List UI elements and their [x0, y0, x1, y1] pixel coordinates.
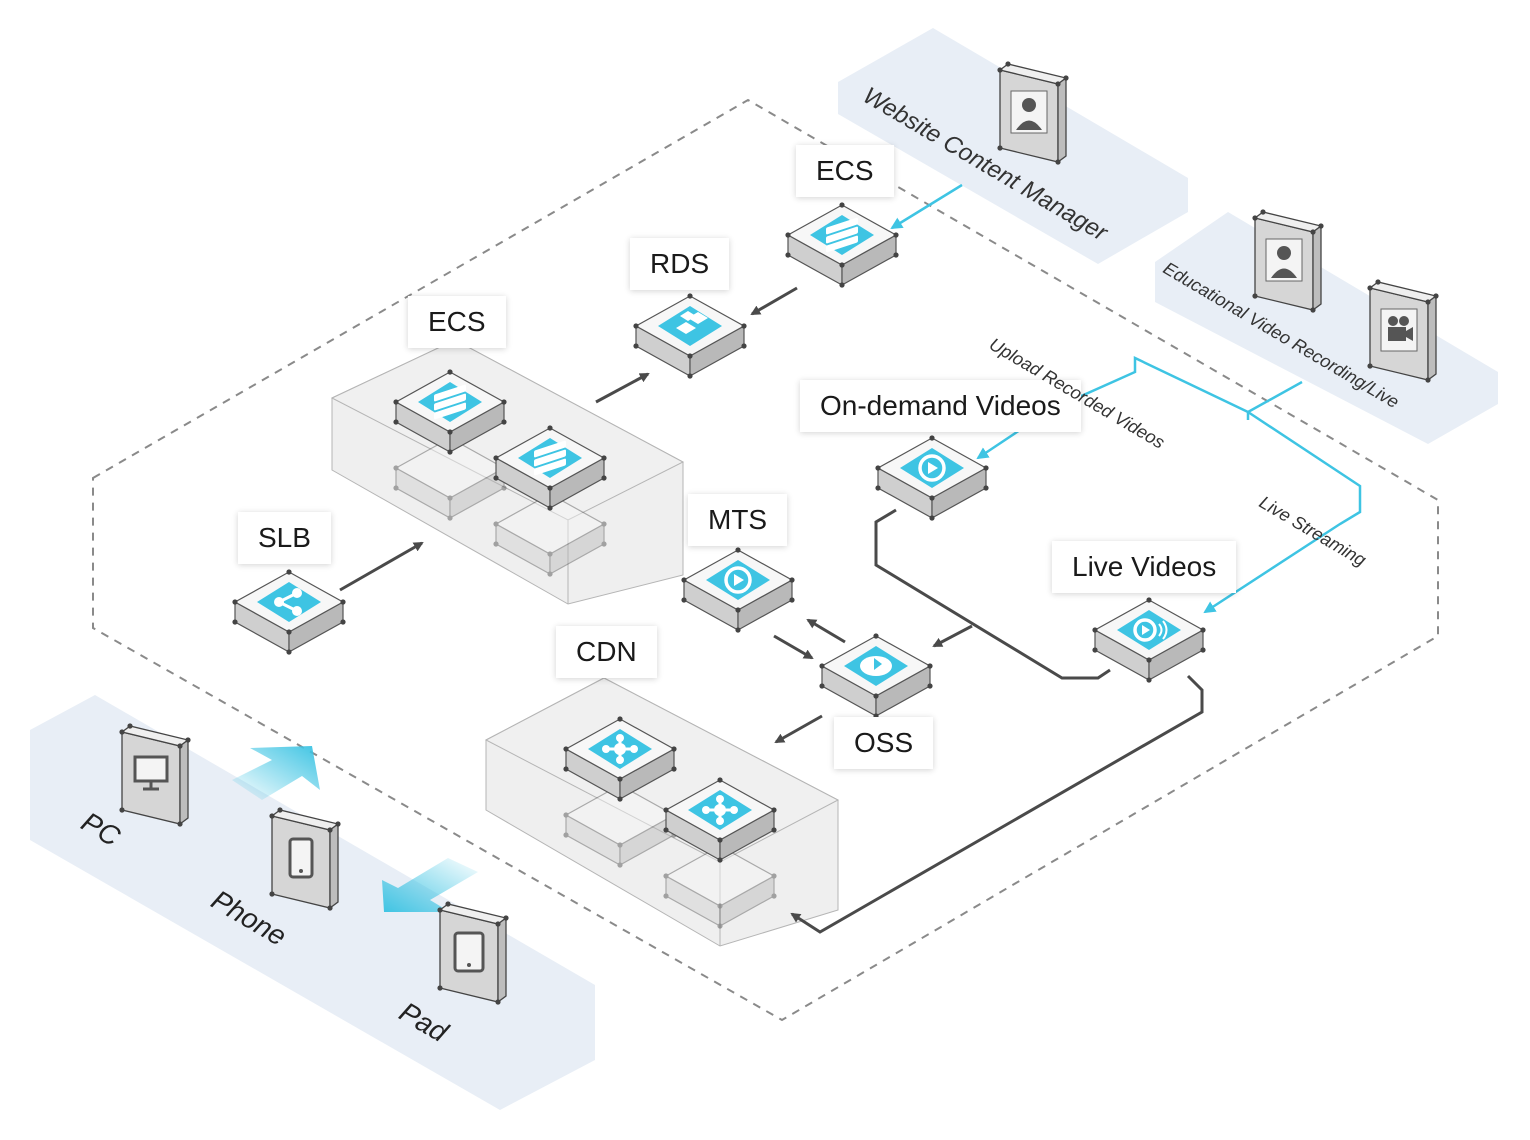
ecs-server-shadow-2: [493, 491, 607, 577]
network-node-icon: [688, 790, 752, 830]
vod-icon: [900, 448, 964, 488]
video-camera-icon: [1380, 308, 1418, 352]
to-clients-arrow: [232, 746, 320, 800]
server-icon: [810, 215, 874, 255]
rds-label: RDS: [630, 238, 730, 290]
phone-icon: [288, 837, 314, 879]
from-clients-arrow: [382, 858, 478, 912]
live-videos-label: Live Videos: [1052, 541, 1237, 593]
live-icon: [1117, 610, 1181, 650]
ecs-server-shadow-1: [393, 435, 507, 521]
monitor-icon: [133, 755, 169, 791]
cdn-node-1: [563, 716, 677, 802]
mts-box: [681, 547, 795, 633]
slb-label: SLB: [238, 512, 331, 564]
person-icon: [1265, 238, 1303, 282]
ecs-server-2: [493, 425, 607, 511]
data-flow-lines: [339, 286, 1204, 934]
slb-box: [232, 569, 346, 655]
cdn-node-shadow-2: [663, 843, 777, 929]
pad-device: [437, 901, 509, 1005]
storage-icon: [844, 646, 908, 686]
network-node-icon: [588, 729, 652, 769]
tablet-icon: [453, 931, 485, 973]
load-balancer-icon: [257, 582, 321, 622]
transcode-icon: [706, 560, 770, 600]
on-demand-box: [875, 435, 989, 521]
oss-box: [819, 633, 933, 719]
ecs-top-box: [785, 202, 899, 288]
ecs-top-label: ECS: [796, 145, 894, 197]
cdn-node-2: [663, 777, 777, 863]
educational-panel: [1155, 212, 1498, 444]
ecs-cluster-label: ECS: [408, 296, 506, 348]
cdn-label: CDN: [556, 626, 657, 678]
content-manager-device: [997, 61, 1069, 165]
person-icon: [1010, 90, 1048, 134]
database-icon: [658, 306, 722, 346]
educational-camera-device: [1367, 279, 1439, 383]
educational-person-device: [1252, 209, 1324, 313]
phone-device: [269, 807, 341, 911]
live-box: [1092, 597, 1206, 683]
ecs-server-1: [393, 369, 507, 455]
vpc-boundary: [92, 98, 1439, 1022]
pc-device: [119, 723, 191, 827]
server-icon: [418, 382, 482, 422]
server-icon: [518, 438, 582, 478]
on-demand-videos-label: On-demand Videos: [800, 380, 1081, 432]
rds-box: [633, 293, 747, 379]
oss-label: OSS: [834, 717, 934, 769]
mts-label: MTS: [688, 494, 788, 546]
